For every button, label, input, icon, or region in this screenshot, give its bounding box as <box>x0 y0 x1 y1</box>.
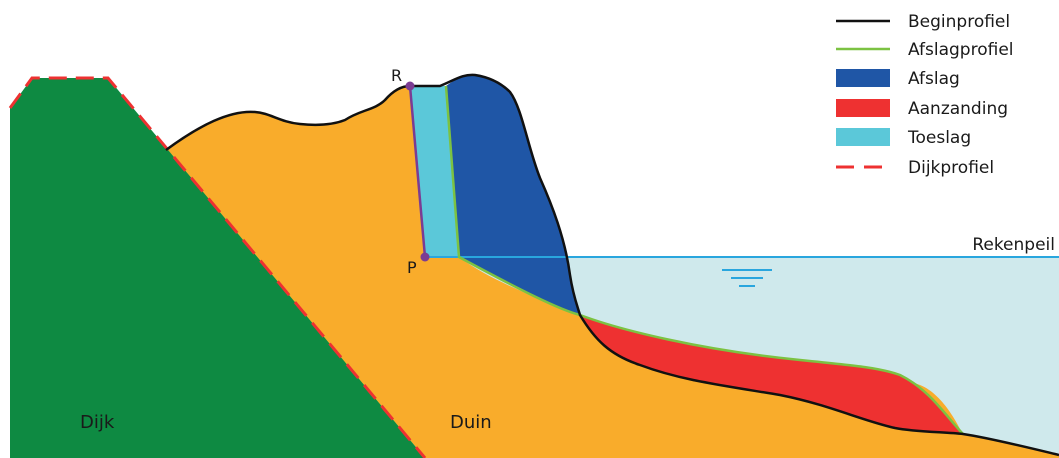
legend-item-label: Afslagprofiel <box>908 40 1014 60</box>
legend-afslag-swatch <box>836 69 890 87</box>
legend-item-label: Dijkprofiel <box>908 158 994 178</box>
afslag-area <box>446 74 580 315</box>
legend-item-label: Toeslag <box>907 128 971 148</box>
legend-aanzanding-swatch <box>836 99 890 117</box>
legend-item-label: Afslag <box>908 69 960 89</box>
dune-body <box>166 86 1059 458</box>
water-level-symbol <box>722 269 772 287</box>
legend-toeslag-swatch <box>836 128 890 146</box>
aanzanding-area <box>580 315 963 434</box>
initial-profile-line <box>165 73 1059 457</box>
point-p <box>420 252 430 262</box>
r-p-line <box>408 85 427 258</box>
legend-item-label: Beginprofiel <box>908 12 1010 32</box>
point-p-label: P <box>407 258 417 277</box>
afslag-profile-line <box>444 85 964 435</box>
point-r <box>405 81 415 91</box>
point-r-label: R <box>391 66 402 85</box>
dike-label: Dijk <box>80 412 115 433</box>
water-level-label: Rekenpeil <box>972 235 1055 255</box>
dike-body <box>10 78 425 458</box>
legend: Beginprofiel Afslagprofiel Afslag Aanzan… <box>836 12 1014 178</box>
dike-profile-line <box>8 76 427 458</box>
dune-label: Duin <box>450 412 492 433</box>
legend-item-label: Aanzanding <box>908 99 1008 119</box>
